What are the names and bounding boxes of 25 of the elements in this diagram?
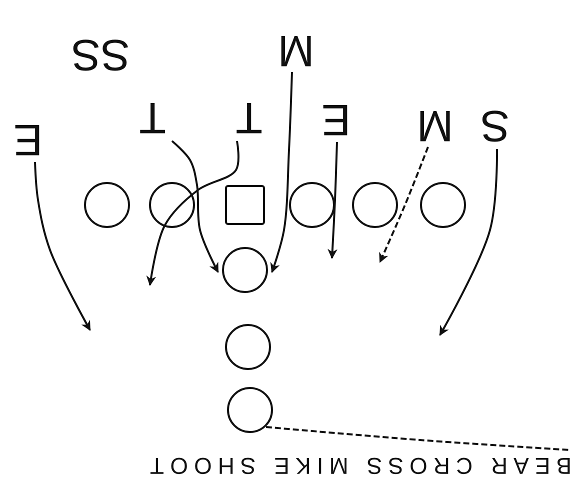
connector bbox=[270, 72, 293, 273]
player-circle bbox=[227, 387, 273, 433]
player-letter: T bbox=[226, 95, 272, 139]
caption: BEAR CROSS MIKE SHOOT bbox=[144, 452, 572, 479]
player-letter: E bbox=[12, 118, 44, 160]
arrow bbox=[146, 140, 240, 286]
player-letter: S bbox=[478, 103, 512, 147]
player-circle bbox=[84, 182, 130, 228]
player-letter: M bbox=[413, 105, 457, 145]
player-letter: SS bbox=[72, 30, 130, 78]
player-circle bbox=[222, 247, 268, 293]
center-square bbox=[225, 185, 265, 225]
player-letter: T bbox=[130, 95, 175, 139]
player-circle bbox=[352, 182, 398, 228]
player-circle bbox=[225, 324, 271, 370]
player-letter: M bbox=[275, 30, 317, 70]
player-letter: E bbox=[320, 98, 352, 140]
arrow bbox=[328, 142, 338, 259]
arrow bbox=[379, 146, 429, 263]
arrow bbox=[439, 149, 498, 336]
connector bbox=[171, 140, 219, 273]
player-circle bbox=[149, 182, 195, 228]
player-circle bbox=[289, 182, 335, 228]
player-circle bbox=[420, 182, 466, 228]
arrow bbox=[34, 162, 91, 331]
